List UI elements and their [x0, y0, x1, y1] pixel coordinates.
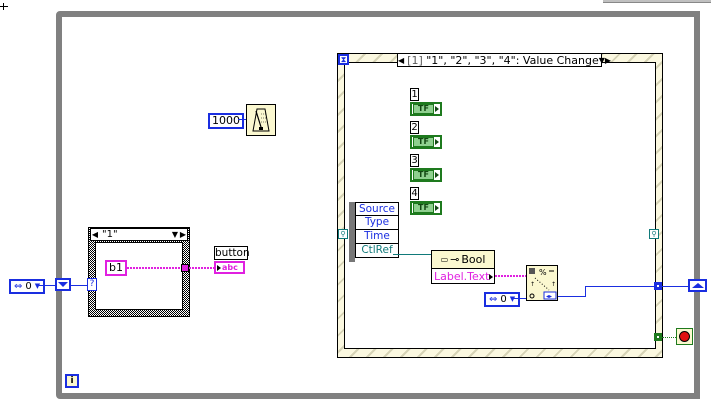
- metronome-icon: [252, 108, 270, 132]
- case-output-tunnel[interactable]: [181, 264, 189, 272]
- next-case-arrow-icon[interactable]: ▶: [179, 230, 187, 239]
- case-selector[interactable]: ◀ "1" ▼ ▶: [90, 228, 188, 241]
- triangle-up-icon: [691, 283, 704, 288]
- string-wire-case[interactable]: [127, 267, 181, 269]
- prev-case-arrow-icon[interactable]: ◀: [398, 55, 405, 65]
- while-loop[interactable]: [56, 11, 700, 399]
- cursor-crosshair-h: [0, 6, 8, 7]
- hourglass-icon[interactable]: ⧗: [338, 54, 349, 65]
- case-structure-diagram: [95, 242, 183, 310]
- string-indicator-label: button: [214, 246, 250, 260]
- stop-terminal[interactable]: [676, 328, 693, 345]
- property-label-text: Label.Text: [434, 269, 490, 283]
- wait-ms-function[interactable]: [246, 104, 276, 136]
- iteration-terminal[interactable]: i: [65, 374, 79, 388]
- event-field-time[interactable]: Time: [355, 230, 399, 244]
- scroll-edge: [603, 0, 711, 3]
- chevron-down-icon: ▼: [509, 295, 516, 303]
- wait-ms-constant[interactable]: 1000: [208, 113, 244, 129]
- event-field-type[interactable]: Type: [355, 216, 399, 230]
- string-wire-out[interactable]: [189, 267, 214, 269]
- shift-register-tunnel[interactable]: [654, 282, 662, 290]
- bool-label-3: 3: [410, 154, 419, 167]
- case-index: [1]: [407, 53, 423, 67]
- case-label: "1", "2", "3", "4": Value Change: [426, 53, 599, 67]
- dropdown-icon[interactable]: ▼: [598, 55, 605, 65]
- event-field-ctlref[interactable]: CtlRef: [355, 244, 399, 258]
- bool-control-3[interactable]: TF: [410, 168, 442, 182]
- percent-glyph: %: [539, 268, 547, 277]
- triangle-down-icon: [58, 282, 68, 287]
- shift-register-left[interactable]: [55, 278, 71, 291]
- chevron-down-icon: ▼: [34, 282, 41, 290]
- increment-icon: ⇔: [14, 281, 23, 292]
- event-reg-tunnel-right-icon[interactable]: ⚲: [649, 229, 659, 239]
- refnum-wire[interactable]: [393, 254, 431, 255]
- case-selector-label: "1": [102, 229, 118, 240]
- select-value-subvi[interactable]: % ↑ ↑ ◂▸: [526, 265, 558, 301]
- bool-label-1: 1: [410, 88, 419, 101]
- bool-control-2[interactable]: TF: [410, 135, 442, 149]
- boolean-wire[interactable]: [662, 337, 676, 338]
- prev-case-arrow-icon[interactable]: ◀: [91, 230, 99, 239]
- reference-icon: ⊸: [450, 252, 460, 266]
- increment-icon: ⇔: [489, 294, 498, 305]
- bool-control-1[interactable]: TF: [410, 102, 442, 116]
- string-indicator[interactable]: abc: [214, 261, 245, 274]
- property-node[interactable]: ▭⊸Bool Label.Text: [431, 250, 495, 284]
- svg-text:↑: ↑: [551, 281, 556, 288]
- event-reg-tunnel-icon[interactable]: ⚲: [338, 229, 348, 239]
- event-case-selector[interactable]: ◀ [1] "1", "2", "3", "4": Value Change ▼…: [397, 53, 611, 67]
- case-selector-terminal[interactable]: ?: [87, 278, 97, 291]
- svg-text:◂▸: ◂▸: [546, 293, 552, 300]
- stop-tunnel[interactable]: [654, 333, 662, 341]
- bool-control-4[interactable]: TF: [410, 201, 442, 215]
- select-value-icon: % ↑ ↑ ◂▸: [529, 268, 557, 300]
- string-wire[interactable]: [495, 275, 526, 277]
- shift-register-right[interactable]: [688, 279, 707, 292]
- cursor-crosshair-v: [3, 3, 4, 10]
- dropdown-icon[interactable]: ▼: [171, 230, 179, 239]
- next-case-arrow-icon[interactable]: ▶: [604, 55, 612, 65]
- stop-icon: [679, 331, 690, 342]
- bool-label-4: 4: [410, 187, 419, 200]
- string-constant-b1[interactable]: b1: [105, 260, 127, 276]
- enum-constant-left[interactable]: ⇔0▼: [9, 279, 46, 294]
- svg-text:↑: ↑: [530, 281, 535, 288]
- enum-constant-inner[interactable]: ⇔0▼: [484, 292, 521, 307]
- bool-label-2: 2: [410, 121, 419, 134]
- property-class: Bool: [461, 252, 486, 266]
- event-field-source[interactable]: Source: [355, 202, 399, 216]
- event-data-node[interactable]: Source Type Time CtlRef: [349, 202, 399, 262]
